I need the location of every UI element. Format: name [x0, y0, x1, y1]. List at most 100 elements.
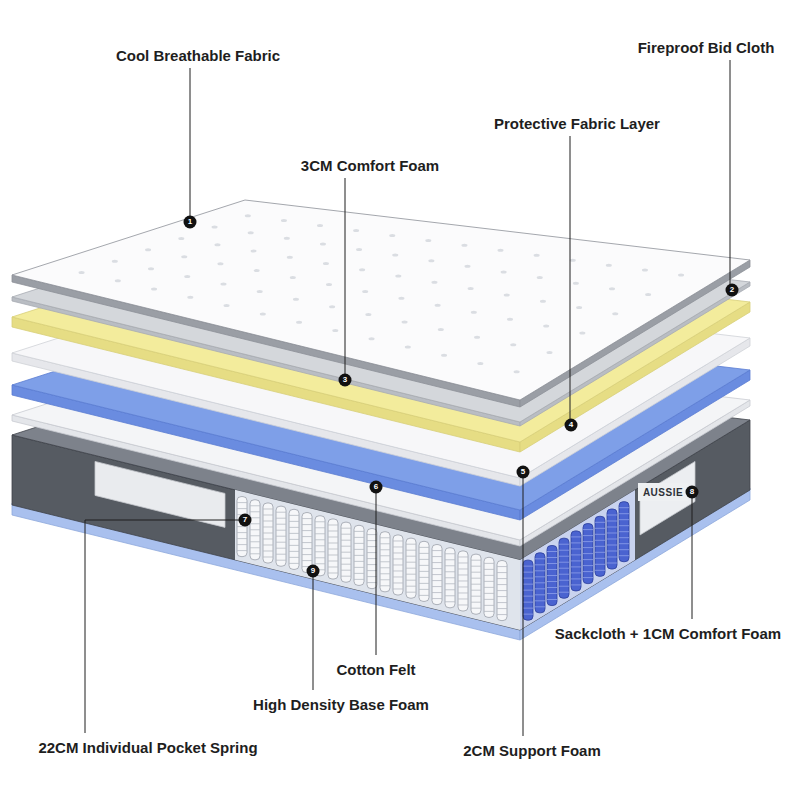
- spring-coil: [302, 548, 312, 549]
- spring-coil: [458, 592, 468, 593]
- spring-coil: [406, 568, 416, 569]
- quilt-dot: [540, 300, 546, 303]
- quilt-dot: [546, 351, 552, 354]
- quilt-dot: [609, 287, 615, 290]
- spring-coil: [341, 570, 351, 571]
- spring-coil: [393, 582, 403, 583]
- quilt-dot: [281, 219, 287, 222]
- quilt-dot: [212, 226, 218, 229]
- spring-coil: [523, 572, 533, 573]
- spring-coil: [432, 556, 442, 557]
- spring-coil: [380, 537, 390, 538]
- spring-coil: [289, 527, 299, 528]
- callout-number: 4: [569, 421, 573, 429]
- spring-coil: [583, 541, 593, 542]
- quilt-dot: [323, 262, 329, 265]
- quilt-dot: [461, 244, 467, 247]
- spring-coil: [237, 502, 247, 503]
- spring-coil: [341, 546, 351, 547]
- pocket-spring: [263, 503, 273, 563]
- quilt-dot: [287, 256, 293, 259]
- spring-coil: [250, 547, 260, 548]
- spring-coil: [571, 584, 581, 585]
- quilt-dot: [251, 249, 257, 252]
- quilt-dot: [471, 311, 477, 314]
- quilt-dot: [570, 259, 576, 262]
- quilt-dot: [178, 237, 184, 240]
- pocket-spring: [595, 516, 605, 576]
- spring-coil: [276, 554, 286, 555]
- spring-coil: [315, 551, 325, 552]
- spring-coil: [559, 562, 569, 563]
- spring-coil: [328, 536, 338, 537]
- spring-coil: [302, 542, 312, 543]
- spring-coil: [607, 551, 617, 552]
- leader-line: [523, 478, 524, 736]
- quilt-dot: [543, 325, 549, 328]
- spring-coil: [315, 527, 325, 528]
- spring-coil: [559, 550, 569, 551]
- quilt-dot: [260, 312, 266, 315]
- spring-coil: [445, 553, 455, 554]
- spring-coil: [276, 512, 286, 513]
- spring-coil: [354, 567, 364, 568]
- quilt-dot: [392, 254, 398, 257]
- spring-coil: [289, 521, 299, 522]
- quilt-dot: [645, 293, 651, 296]
- spring-coil: [595, 528, 605, 529]
- spring-coil: [380, 585, 390, 586]
- pocket-spring: [289, 509, 299, 569]
- quilt-dot: [678, 274, 684, 277]
- label-holder: 6: [374, 483, 378, 491]
- quilt-dot: [248, 231, 254, 234]
- callout-number: 8: [690, 488, 694, 496]
- spring-coil: [471, 608, 481, 609]
- quilt-dot: [398, 297, 404, 300]
- spring-coil: [289, 551, 299, 552]
- spring-coil: [250, 541, 260, 542]
- spring-coil: [547, 557, 557, 558]
- spring-coil: [289, 539, 299, 540]
- spring-coil: [419, 583, 429, 584]
- quilt-dot: [151, 288, 157, 291]
- spring-coil: [289, 515, 299, 516]
- spring-coil: [535, 606, 545, 607]
- quilt-dot: [145, 248, 151, 251]
- quilt-dot: [362, 290, 368, 293]
- quilt-dot: [510, 343, 516, 346]
- top-fabric-top: [12, 200, 750, 400]
- pocket-spring: [354, 525, 364, 585]
- spring-coil: [419, 565, 429, 566]
- spring-coil: [276, 548, 286, 549]
- pocket-spring: [250, 500, 260, 560]
- spring-coil: [237, 550, 247, 551]
- spring-coil: [484, 605, 494, 606]
- spring-coil: [497, 608, 507, 609]
- spring-coil: [354, 531, 364, 532]
- spring-coil: [380, 555, 390, 556]
- spring-coil: [445, 595, 455, 596]
- side-panel: [95, 461, 225, 527]
- spring-coil: [535, 582, 545, 583]
- part-label: Protective Fabric Layer: [494, 115, 660, 132]
- spring-coil: [289, 557, 299, 558]
- spring-coil: [484, 569, 494, 570]
- spring-coil: [559, 586, 569, 587]
- pocket-spring: [328, 519, 338, 579]
- label-holder: AUSSIE: [643, 487, 683, 498]
- spring-coil: [250, 523, 260, 524]
- part-label: High Density Base Foam: [253, 696, 429, 713]
- quilt-dot: [112, 260, 118, 263]
- label-holder: Protective Fabric Layer: [494, 115, 660, 132]
- spring-coil: [595, 522, 605, 523]
- spring-coil: [432, 586, 442, 587]
- label-holder: 4: [569, 421, 573, 429]
- leader-line: [376, 493, 377, 655]
- spring-coil: [595, 558, 605, 559]
- part-label: Cool Breathable Fabric: [116, 47, 280, 64]
- callout-dot: [370, 481, 383, 494]
- quilt-dot: [220, 282, 226, 285]
- spring-coil: [289, 563, 299, 564]
- spring-coil: [237, 532, 247, 533]
- spring-coil: [583, 565, 593, 566]
